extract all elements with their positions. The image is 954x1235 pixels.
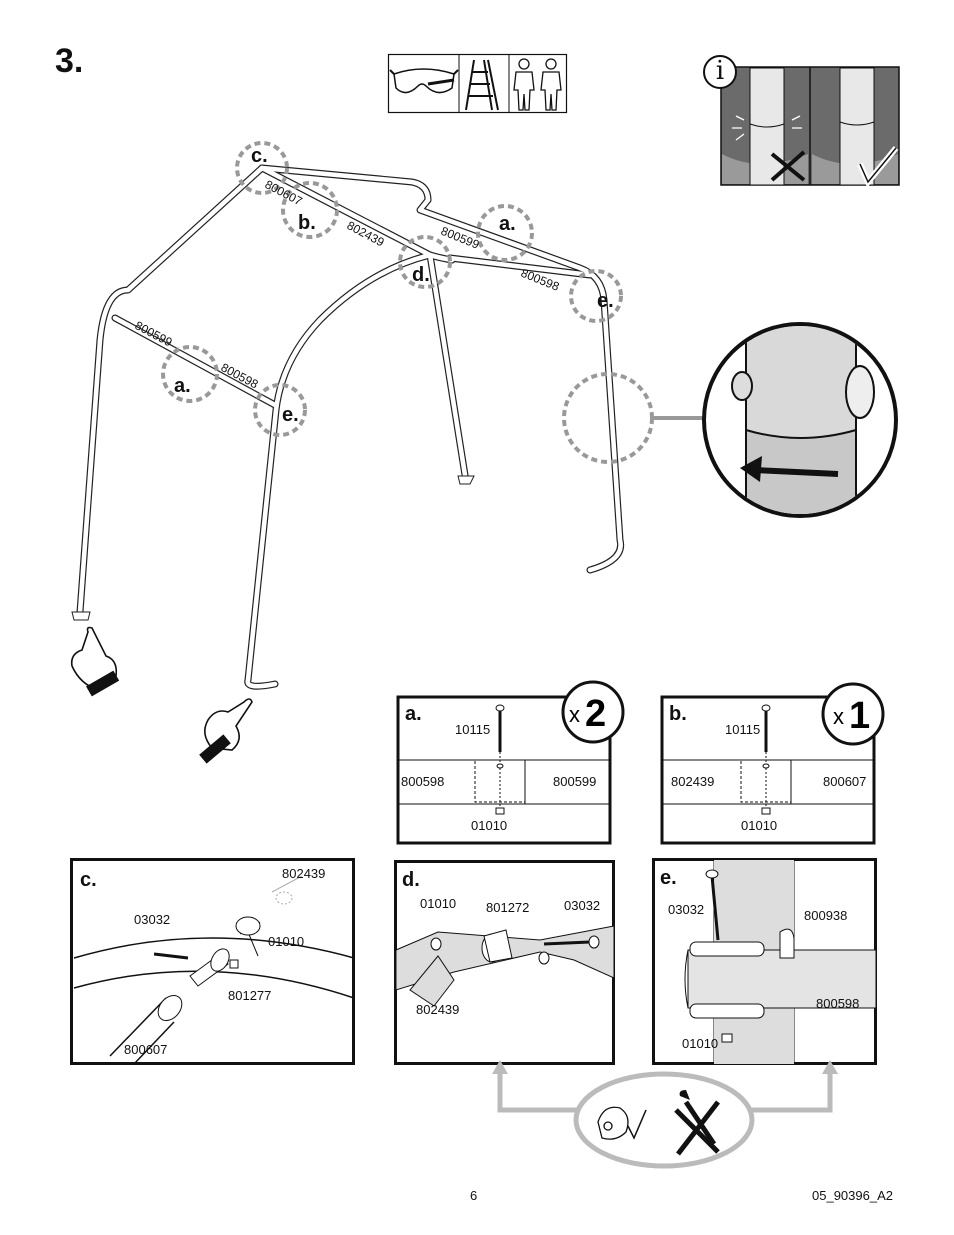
panel-b-letter: b. [669, 703, 687, 725]
frame-assembly-diagram: 800607 802439 800599 800598 800599 80059… [70, 141, 704, 764]
panel-d-bolt-label: 03032 [564, 898, 600, 913]
step-number: 3. [55, 42, 84, 80]
nut-icon [495, 807, 505, 815]
panel-e-letter: e. [660, 867, 677, 889]
safety-glasses-icon [389, 68, 459, 94]
callout-circle-a-right [476, 204, 534, 262]
callout-circle-e-left [253, 383, 307, 437]
detail-panel-a: a. 10115 800598 800599 01010 x 2 [396, 680, 625, 845]
panel-c-part-top: 802439 [282, 866, 325, 881]
panel-b-bolt-label: 10115 [725, 722, 760, 737]
panel-c-connector-label: 801277 [228, 988, 271, 1003]
quantity-badge [821, 682, 885, 746]
check-mark-icon [627, 1109, 647, 1140]
arrow-left-icon [740, 456, 762, 482]
panel-e-tube-label: 800598 [816, 996, 859, 1011]
detail-panel-e: e. 03032 800938 800598 01010 [652, 858, 877, 1065]
panel-a-qty-n: 2 [585, 693, 606, 735]
wrong-mark-icon [674, 1100, 720, 1156]
pointing-hand-icon [199, 698, 253, 764]
callout-circle-b [281, 181, 339, 239]
info-tip-panel [703, 55, 900, 188]
panel-b-qty-n: 1 [849, 695, 870, 737]
callout-circle-e-right [569, 269, 623, 323]
callout-circle-c [235, 141, 289, 195]
panel-d-nut-label: 01010 [420, 896, 456, 911]
two-persons-icon [513, 58, 562, 111]
panel-a-bolt-label: 10115 [455, 722, 490, 737]
panel-c-bolt-label: 03032 [134, 912, 170, 927]
callout-letter-e-left: e. [282, 404, 299, 426]
panel-d-letter: d. [402, 869, 420, 891]
panel-c-tube-label: 800607 [124, 1042, 167, 1057]
detail-panel-c: c. 802439 03032 01010 801277 800607 [70, 858, 355, 1065]
info-icon-letter: i [715, 56, 725, 86]
panel-a-nut-label: 01010 [471, 818, 507, 833]
panel-a-qty-x: x [569, 702, 580, 727]
panel-b-nut-label: 01010 [741, 818, 777, 833]
panel-c-letter: c. [80, 869, 97, 891]
safety-icons [387, 53, 568, 114]
ladder-icon [465, 59, 499, 111]
tightening-note [492, 1060, 838, 1169]
detail-panel-b: b. 10115 802439 800607 01010 x 1 [660, 682, 885, 845]
panel-a-letter: a. [405, 703, 422, 725]
info-icon [703, 55, 737, 89]
panel-d-connector-label: 801272 [486, 900, 529, 915]
panel-b-qty-x: x [833, 704, 844, 729]
callout-letter-d: d. [412, 264, 430, 286]
callout-letter-c: c. [251, 145, 268, 167]
callout-circle-d [398, 235, 452, 289]
panel-c-nut-label: 01010 [268, 934, 304, 949]
panel-b-left-part: 802439 [671, 774, 714, 789]
page-number: 6 [470, 1188, 478, 1203]
part-label-800599-left: 800599 [133, 318, 175, 349]
panel-e-bolt-label: 03032 [668, 902, 704, 917]
callout-letter-e-right: e. [597, 290, 614, 312]
panel-d-tube-label: 802439 [416, 1002, 459, 1017]
callout-letter-a-left: a. [174, 375, 191, 397]
panel-a-left-part: 800598 [401, 774, 444, 789]
bolt-orientation-detail [702, 322, 898, 518]
panel-e-nut-label: 01010 [682, 1036, 718, 1051]
panel-a-right-part: 800599 [553, 774, 596, 789]
hand-tighten-icon [597, 1106, 629, 1140]
pointing-hand-icon [70, 626, 120, 697]
nut-icon [761, 807, 771, 815]
callout-circle-a-left [161, 345, 219, 403]
panel-e-bracket-label: 800938 [804, 908, 847, 923]
callout-letter-a-right: a. [499, 213, 516, 235]
quantity-badge [561, 680, 625, 744]
wrong-mark-icon [770, 150, 806, 182]
detail-panel-d: d. 01010 801272 03032 802439 [394, 860, 615, 1065]
panel-b-right-part: 800607 [823, 774, 866, 789]
callout-letter-b: b. [298, 212, 316, 234]
document-code: 05_90396_A2 [812, 1188, 893, 1203]
